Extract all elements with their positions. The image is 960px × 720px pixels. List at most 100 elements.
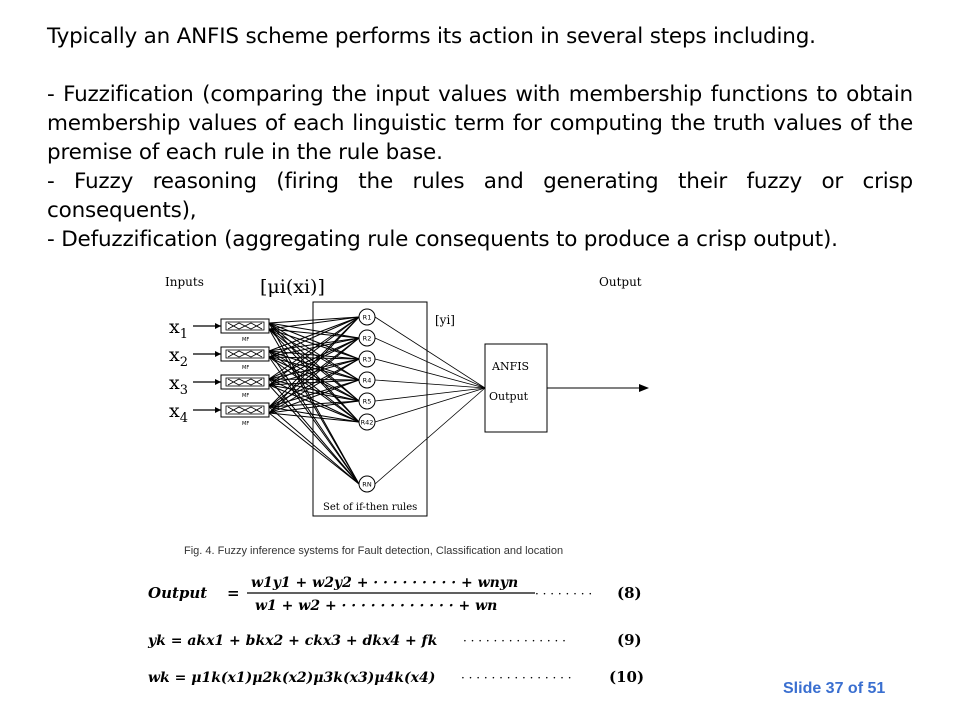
rules-box-label: Set of if-then rules [323, 502, 417, 513]
mf-label: MF [242, 393, 249, 399]
mf-label: MF [242, 337, 249, 343]
rule-label: R4 [363, 377, 372, 385]
rule-output-link [374, 379, 486, 389]
connection-lines [268, 316, 486, 485]
input-rule-link [268, 316, 360, 358]
eq10-dots: · · · · · · · · · · · · · · · [461, 671, 572, 685]
input-rule-link [268, 337, 360, 414]
input-arrowhead [215, 323, 221, 329]
input-rule-link [268, 358, 360, 380]
input-rule-link [268, 337, 360, 380]
eq8-dots: · · · · · · · · [535, 587, 592, 601]
input-rule-link [268, 412, 360, 485]
input-rule-link [268, 322, 360, 339]
body-text: Typically an ANFIS scheme performs its a… [47, 22, 913, 254]
input-rule-link [268, 378, 360, 381]
rule-node-r2: R2 [358, 329, 376, 347]
eq8-lhs: Output [148, 584, 207, 602]
input-arrowhead [215, 379, 221, 385]
input-arrowhead [215, 351, 221, 357]
rules-box [312, 301, 428, 517]
input-rule-link [268, 378, 360, 402]
input-label: x4 [169, 400, 188, 426]
input-rule-link [268, 400, 360, 414]
input-rule-link [268, 378, 360, 423]
eq8-numerator: w1y1 + w2y2 + · · · · · · · · · + wnyn [251, 575, 518, 591]
rule-label: R2 [363, 335, 372, 343]
input-rule-link [268, 358, 360, 414]
mf-inner-box [225, 405, 265, 415]
intro-paragraph: Typically an ANFIS scheme performs its a… [47, 24, 816, 49]
eq8-denominator: w1 + w2 + · · · · · · · · · · · · + wn [255, 598, 497, 614]
input-rule-link [268, 316, 360, 414]
input-rule-link [268, 316, 360, 352]
input-rule-link [268, 337, 360, 408]
input-label: x3 [169, 372, 188, 398]
input-rule-link [268, 379, 360, 408]
rule-output-link [374, 387, 486, 423]
yi-label: [yi] [435, 313, 455, 327]
input-rule-link [268, 406, 360, 485]
rule-label: R42 [361, 419, 374, 427]
input-rule-link [268, 316, 360, 330]
input-arrowhead [215, 407, 221, 413]
rule-circle [358, 475, 376, 493]
rule-output-link [374, 316, 486, 389]
rule-output-link [374, 337, 486, 389]
input-rule-link [268, 316, 360, 386]
eq10-tag: (10) [609, 668, 644, 686]
anfis-diagram: Inputs Output [μi(xi)] [yi] Set of if-th… [165, 275, 649, 517]
eq9-dots: · · · · · · · · · · · · · · [463, 634, 566, 648]
rule-node-r42: R42 [358, 413, 376, 431]
eq9-tag: (9) [617, 631, 642, 649]
output-label: Output [599, 275, 642, 289]
eq10-body: wk = μ1k(x1)μ2k(x2)μ3k(x3)μ4k(x4) [148, 670, 435, 686]
anfis-output-box [484, 343, 548, 433]
rule-node-r5: R5 [358, 392, 376, 410]
step-fuzzification: - Fuzzification (comparing the input val… [47, 82, 913, 165]
output-arrowhead [639, 384, 649, 392]
rule-label: R5 [363, 398, 372, 406]
rule-circle [358, 329, 376, 347]
anfis-box-line1: ANFIS [491, 360, 529, 373]
mf-curve [227, 406, 263, 414]
rule-node-r3: R3 [358, 350, 376, 368]
rule-node-r4: R4 [358, 371, 376, 389]
mf-label: MF [242, 421, 249, 427]
input-rule-link [268, 406, 360, 423]
rule-circle [358, 371, 376, 389]
input-rule-link [268, 358, 360, 408]
input-label: x2 [169, 344, 188, 370]
input-rule-link [268, 316, 360, 380]
rule-circle [358, 308, 376, 326]
slide-number: Slide 37 of 51 [783, 680, 886, 697]
input-rule-link [268, 400, 360, 408]
step-fuzzy-reasoning: - Fuzzy reasoning (firing the rules and … [47, 169, 913, 223]
equations-block: Output = w1y1 + w2y2 + · · · · · · · · ·… [147, 575, 644, 686]
rule-label: R1 [363, 314, 372, 322]
rule-label: RN [362, 481, 372, 489]
rule-circle [358, 350, 376, 368]
anfis-box-line2: Output [489, 390, 529, 403]
input-rule-link [268, 322, 360, 360]
input-rule-link [268, 350, 360, 360]
input-rule-link [268, 412, 360, 423]
eq9-body: yk = akx1 + bkx2 + ckx3 + dkx4 + fk [147, 633, 438, 649]
rule-node-r1: R1 [358, 308, 376, 326]
mf-curve [227, 378, 263, 386]
figure-caption: Fig. 4. Fuzzy inference systems for Faul… [184, 545, 564, 557]
rule-label: R3 [363, 356, 372, 364]
mf-curve [227, 322, 263, 330]
mf-curve [227, 350, 263, 358]
inputs-label: Inputs [165, 275, 204, 289]
mu-label: [μi(xi)] [260, 276, 325, 298]
input-rule-link [268, 379, 360, 414]
rule-node-rn: RN [358, 475, 376, 493]
rule-output-link [374, 358, 486, 389]
mf-inner-box [225, 349, 265, 359]
